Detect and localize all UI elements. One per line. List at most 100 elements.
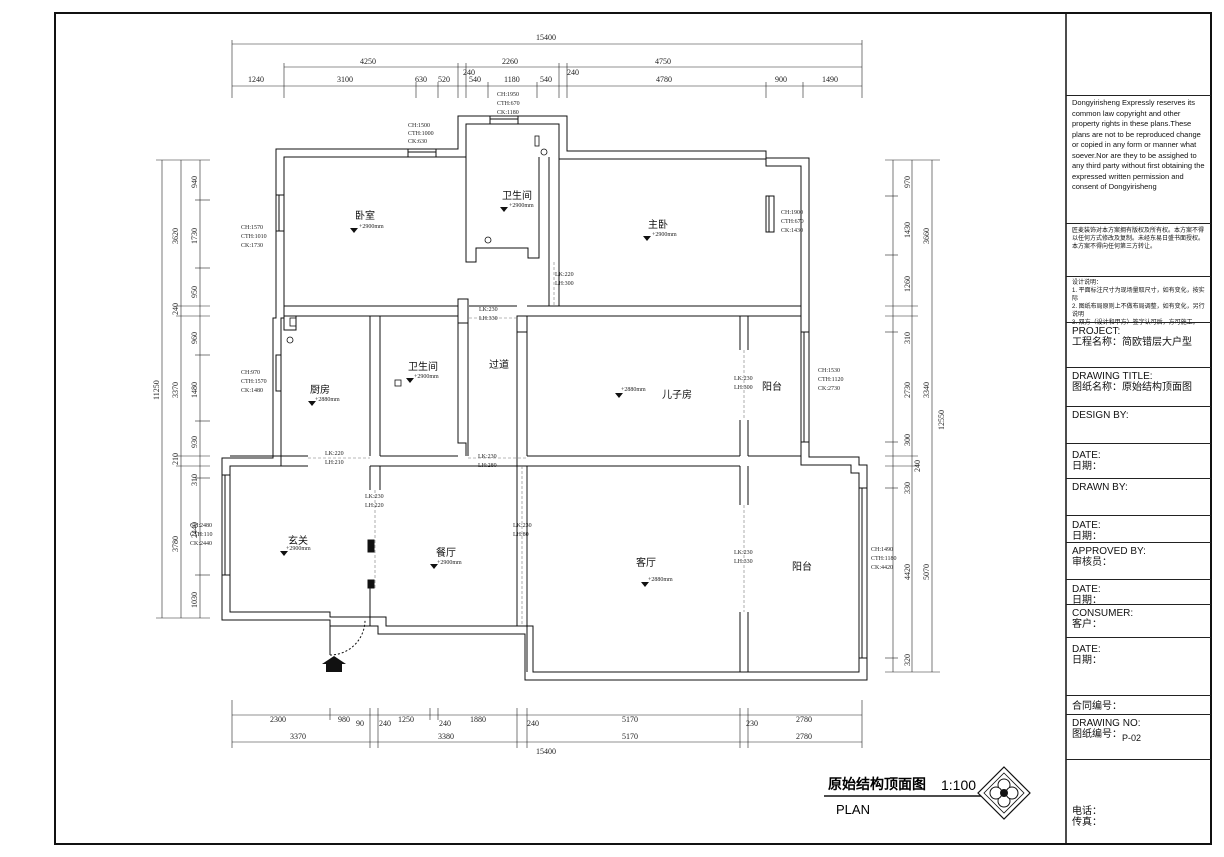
tb-drawing-no-value: P-02 <box>1122 733 1142 743</box>
svg-text:+2880mm: +2880mm <box>648 577 673 583</box>
tb-contract-no: 合同编号： <box>1066 695 1211 715</box>
dimension-lines <box>156 40 940 748</box>
svg-text:240: 240 <box>379 719 391 728</box>
tb-copyright-zh: 匠麦装饰对本方案拥有版权及所有权。本方案不得以任何方式修改及复制。未经东易日盛书… <box>1066 223 1211 277</box>
svg-text:CTH:110: CTH:110 <box>190 532 212 538</box>
svg-text:3370: 3370 <box>290 732 306 741</box>
svg-text:1030: 1030 <box>190 592 199 608</box>
svg-text:CTH:1010: CTH:1010 <box>241 234 267 240</box>
svg-text:240: 240 <box>463 68 475 77</box>
svg-text:960: 960 <box>190 332 199 344</box>
svg-text:540: 540 <box>540 75 552 84</box>
svg-text:+2900mm: +2900mm <box>437 560 462 566</box>
height-marker-dining: +2900mm <box>430 560 462 569</box>
room-dining: 餐厅 <box>436 546 456 559</box>
room-bedroom: 卧室 <box>355 209 375 222</box>
svg-text:LK:230: LK:230 <box>734 550 753 556</box>
svg-text:330: 330 <box>903 482 912 494</box>
tb-drawn-by: DRAWN BY: <box>1066 478 1211 516</box>
room-balcony2: 阳台 <box>792 560 812 573</box>
height-marker-living: +2880mm <box>641 577 673 587</box>
dims-right: 12550 3660 3340 240 5070 970 1430 1260 3… <box>903 176 946 666</box>
height-marker-bath2: +2900mm <box>406 374 439 383</box>
svg-text:LK:230: LK:230 <box>365 494 384 500</box>
svg-text:CK:1480: CK:1480 <box>241 388 263 394</box>
svg-text:LK:220: LK:220 <box>555 272 574 278</box>
svg-text:5170: 5170 <box>622 732 638 741</box>
svg-text:CTH:670: CTH:670 <box>781 219 804 225</box>
tb-drawing-no: DRAWING NO: 图纸编号：P-02 <box>1066 714 1211 760</box>
svg-text:CK:630: CK:630 <box>408 139 427 145</box>
room-kitchen: 厨房 <box>310 383 330 396</box>
svg-text:2730: 2730 <box>903 382 912 398</box>
entry-arrow-icon <box>322 656 346 672</box>
svg-text:240: 240 <box>567 68 579 77</box>
svg-text:230: 230 <box>746 719 758 728</box>
tb-design-by: DESIGN BY: <box>1066 406 1211 444</box>
room-corridor: 过道 <box>489 358 509 371</box>
svg-text:540: 540 <box>469 75 481 84</box>
svg-text:630: 630 <box>415 75 427 84</box>
height-markers: +2900mm +2900mm +2900mm +2880mm +2900mm … <box>280 203 677 587</box>
plan-title: 原始结构顶面图 1:100 PLAN <box>824 766 1031 820</box>
svg-text:15400: 15400 <box>536 747 556 756</box>
svg-text:240: 240 <box>527 719 539 728</box>
svg-text:940: 940 <box>190 176 199 188</box>
opening-notes: CH:1500 CTH:1000 CK:630 CH:1950 CTH:670 … <box>190 92 896 571</box>
svg-text:320: 320 <box>903 654 912 666</box>
svg-text:1490: 1490 <box>822 75 838 84</box>
svg-text:3380: 3380 <box>438 732 454 741</box>
svg-text:5070: 5070 <box>922 564 931 580</box>
tb-date-4: DATE: 日期： <box>1066 637 1211 696</box>
svg-text:+2880mm: +2880mm <box>621 387 646 393</box>
height-marker-foyer: +2900mm <box>280 546 311 556</box>
plan-scale: 1:100 <box>941 777 976 793</box>
svg-text:900: 900 <box>775 75 787 84</box>
svg-text:11250: 11250 <box>152 380 161 400</box>
svg-text:3340: 3340 <box>922 382 931 398</box>
svg-text:3620: 3620 <box>171 228 180 244</box>
svg-text:+2900mm: +2900mm <box>286 546 311 552</box>
svg-text:LK:230: LK:230 <box>513 523 532 529</box>
svg-text:210: 210 <box>171 453 180 465</box>
svg-text:1240: 1240 <box>248 75 264 84</box>
fixtures <box>286 135 548 387</box>
height-marker-bedroom: +2900mm <box>350 224 384 233</box>
room-master: 主卧 <box>648 218 668 231</box>
outer-wall-outer <box>221 115 868 681</box>
svg-text:CK:2730: CK:2730 <box>818 386 840 392</box>
room-labels: 卧室 卫生间 主卧 厨房 卫生间 过道 儿子房 阳台 玄关 餐厅 客厅 阳台 <box>288 189 812 573</box>
svg-text:+2900mm: +2900mm <box>509 203 534 209</box>
plan-title-en: PLAN <box>836 802 870 817</box>
svg-text:LK:220: LK:220 <box>325 451 344 457</box>
svg-text:CK:1730: CK:1730 <box>241 243 263 249</box>
svg-text:LK:230: LK:230 <box>478 454 497 460</box>
tb-date-1: DATE: 日期： <box>1066 443 1211 479</box>
svg-text:15400: 15400 <box>536 33 556 42</box>
svg-text:CTH:1570: CTH:1570 <box>241 379 267 385</box>
svg-text:LH:300: LH:300 <box>555 281 574 287</box>
svg-text:CK:1430: CK:1430 <box>781 228 803 234</box>
svg-text:CK:4420: CK:4420 <box>871 565 893 571</box>
svg-text:CK:2440: CK:2440 <box>190 541 212 547</box>
svg-text:CK:1180: CK:1180 <box>497 110 519 116</box>
drain-icon <box>484 236 492 244</box>
svg-text:LH:80: LH:80 <box>513 532 529 538</box>
svg-text:CH:1950: CH:1950 <box>497 92 519 98</box>
svg-text:LH:220: LH:220 <box>365 503 384 509</box>
room-balcony1: 阳台 <box>762 380 782 393</box>
vent-icon <box>286 336 294 344</box>
height-marker-master: +2900mm <box>643 232 677 241</box>
svg-text:LH:300: LH:300 <box>734 385 753 391</box>
svg-text:CTH:1180: CTH:1180 <box>871 556 896 562</box>
title-block: Dongyirisheng Expressly reserves its com… <box>1066 13 1211 844</box>
tb-project: PROJECT: 工程名称：简欧错层大户型 <box>1066 322 1211 368</box>
tb-date-2: DATE: 日期： <box>1066 515 1211 543</box>
svg-text:CH:970: CH:970 <box>241 370 260 376</box>
tb-contact: 电话： 传真： <box>1066 759 1211 844</box>
svg-text:90: 90 <box>356 719 364 728</box>
svg-text:4750: 4750 <box>655 57 671 66</box>
plan-title-zh: 原始结构顶面图 <box>828 776 926 792</box>
svg-text:3100: 3100 <box>337 75 353 84</box>
svg-text:3660: 3660 <box>922 228 931 244</box>
